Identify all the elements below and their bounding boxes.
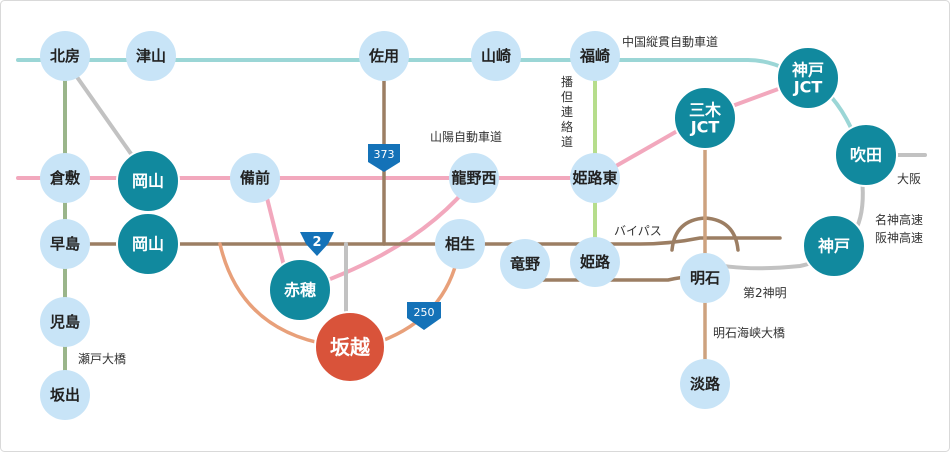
station-yamasaki-label: 山崎 [481,47,511,65]
station-suita[interactable]: 吹田 [834,123,898,187]
route-badge-2-shape [300,232,334,256]
station-aioi[interactable]: 相生 [435,219,485,269]
route-badge-250-shape [407,302,441,330]
station-kurashiki-marker [40,153,90,203]
station-okayama-sanyo-label: 岡山 [132,172,164,191]
station-fukusaki-label: 福崎 [579,47,610,65]
station-kojima-marker [40,297,90,347]
station-akashi-marker [680,253,730,303]
station-kobe-marker [802,214,866,278]
station-hokubo-label: 北房 [50,47,80,65]
station-kurashiki[interactable]: 倉敷 [40,153,90,203]
station-awaji[interactable]: 淡路 [680,359,730,409]
station-miki-jct-marker [673,86,737,150]
station-kurashiki-label: 倉敷 [49,169,81,187]
station-okayama-sanyo[interactable]: 岡山 [116,149,180,213]
daini-shinmei-label: 第2神明 [743,286,787,300]
hanshin-label: 阪神高速 [875,230,923,245]
station-kobe-jct-marker [776,46,840,110]
road-labels: 中国縦貫自動車道 山陽自動車道 播但連絡道 バイパス 大阪 名神高速 阪神高速 … [78,34,923,366]
station-okayama-route2-marker [116,212,180,276]
station-aioi-label: 相生 [445,235,475,253]
station-sakoshi-label: 坂越 [330,335,371,359]
seto-ohashi-label: 瀬戸大橋 [78,352,126,366]
akashi-kaikyo-label: 明石海峡大橋 [713,325,785,340]
station-sakoshi[interactable]: 坂越 [314,311,386,383]
meishin-label: 名神高速 [875,212,923,227]
route-badge-250-text: 250 [414,306,435,319]
station-hokubo[interactable]: 北房 [40,31,90,81]
station-hayashima[interactable]: 早島 [40,219,90,269]
station-kobe[interactable]: 神戸 [802,214,866,278]
station-tsuyama[interactable]: 津山 [126,31,176,81]
station-fukusaki[interactable]: 福崎 [570,31,620,81]
route-badge-373-shape [368,144,400,172]
station-ako-label: 赤穂 [284,281,316,300]
station-kobe-label: 神戸 [818,237,850,256]
station-yamasaki-marker [471,31,521,81]
station-kojima-label: 児島 [49,313,80,331]
station-akashi-label: 明石 [690,269,720,287]
route-badge-2: 2 [300,232,334,256]
station-tatsuno-marker [500,239,550,289]
station-ako-marker [268,258,332,322]
station-suita-label: 吹田 [850,146,882,165]
station-hayashima-marker [40,219,90,269]
route-badge-250: 250 [407,302,441,330]
osaka-label: 大阪 [897,172,921,186]
route-badge-2-text: 2 [312,235,321,250]
station-hokubo-marker [40,31,90,81]
station-hayashima-label: 早島 [50,235,80,253]
chugoku-expressway-label: 中国縦貫自動車道 [622,34,718,49]
sanyo-expressway-label: 山陽自動車道 [430,130,502,144]
station-yamasaki[interactable]: 山崎 [471,31,521,81]
station-tatsuno[interactable]: 竜野 [500,239,550,289]
route-badge-373-text: 373 [374,148,395,161]
station-bizen[interactable]: 備前 [230,153,280,203]
station-tatsuno-nishi-label: 龍野西 [451,169,496,187]
station-tatsuno-nishi[interactable]: 龍野西 [449,153,499,203]
station-awaji-marker [680,359,730,409]
station-tsuyama-marker [126,31,176,81]
station-himeji-marker [570,237,620,287]
station-sakaide[interactable]: 坂出 [40,370,90,420]
station-himeji-higashi-label: 姫路東 [572,169,617,187]
station-bizen-label: 備前 [240,169,270,187]
route-badge-373: 373 [368,144,400,172]
station-okayama-route2-label: 岡山 [132,235,164,254]
station-sakoshi-marker [314,311,386,383]
station-tsuyama-label: 津山 [136,47,166,65]
station-sayo[interactable]: 佐用 [359,31,409,81]
station-akashi[interactable]: 明石 [680,253,730,303]
station-himeji[interactable]: 姫路 [570,237,620,287]
station-fukusaki-marker [570,31,620,81]
station-suita-marker [834,123,898,187]
sanyo-expressway-line [16,76,810,180]
station-kojima[interactable]: 児島 [40,297,90,347]
harima-expressway-label: 播但連絡道 [561,75,573,149]
station-ako[interactable]: 赤穂 [268,258,332,322]
station-okayama-route2[interactable]: 岡山 [116,212,180,276]
station-himeji-higashi[interactable]: 姫路東 [570,153,620,203]
bypass-label: バイパス [614,224,662,238]
station-himeji-label: 姫路 [580,253,611,271]
station-himeji-higashi-marker [570,153,620,203]
station-aioi-marker [435,219,485,269]
station-bizen-marker [230,153,280,203]
station-tatsuno-label: 竜野 [510,255,540,273]
station-sakaide-label: 坂出 [50,386,80,404]
station-sakaide-marker [40,370,90,420]
station-awaji-label: 淡路 [690,375,721,393]
station-sayo-marker [359,31,409,81]
station-sayo-label: 佐用 [368,47,399,65]
station-tatsuno-nishi-marker [449,153,499,203]
route2-line [63,236,782,246]
